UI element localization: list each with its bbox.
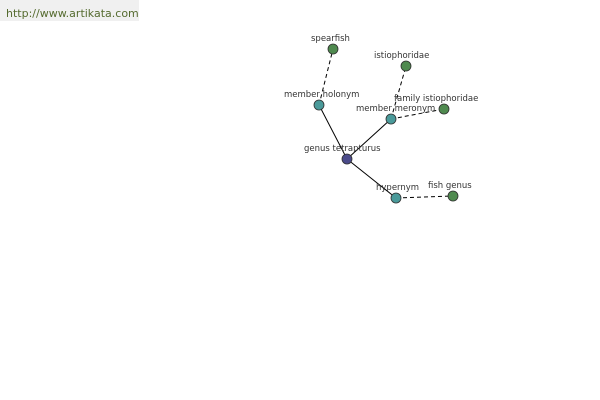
node-istiophoridae[interactable] [400, 60, 412, 72]
node-label-center[interactable]: genus tetrapturus [304, 144, 381, 154]
node-label-member-meronym[interactable]: member meronym [356, 104, 435, 114]
node-member-holonym[interactable] [313, 99, 325, 111]
node-fish-genus[interactable] [447, 190, 459, 202]
node-family-istiophoridae[interactable] [438, 103, 450, 115]
edge-center-to-hypernym [346, 158, 397, 199]
node-hypernym[interactable] [390, 192, 402, 204]
node-label-fish-genus[interactable]: fish genus [428, 181, 472, 191]
node-member-meronym[interactable] [385, 113, 397, 125]
edge-center-to-member-holonym [318, 104, 348, 160]
source-link-bar: http://www.artikata.com [0, 0, 139, 21]
labels-layer: genus tetrapturus member holonym member me… [284, 34, 478, 193]
node-spearfish[interactable] [327, 43, 339, 55]
edges-layer [318, 48, 454, 199]
edge-member-meronym-to-istiophoridae [390, 65, 407, 120]
nodes-layer [313, 43, 459, 204]
edge-hypernym-to-fish-genus [395, 195, 454, 199]
node-label-istiophoridae[interactable]: istiophoridae [374, 51, 429, 61]
node-label-hypernym[interactable]: hypernym [376, 183, 419, 193]
edge-member-meronym-to-family-istiophoridae [390, 108, 445, 120]
node-center[interactable] [341, 153, 353, 165]
node-label-member-holonym[interactable]: member holonym [284, 90, 359, 100]
source-link[interactable]: http://www.artikata.com [6, 7, 139, 20]
edge-member-holonym-to-spearfish [318, 48, 334, 106]
node-label-spearfish[interactable]: spearfish [311, 34, 350, 44]
edge-center-to-member-meronym [346, 118, 392, 160]
node-label-family-istiophoridae[interactable]: family istiophoridae [394, 94, 478, 104]
